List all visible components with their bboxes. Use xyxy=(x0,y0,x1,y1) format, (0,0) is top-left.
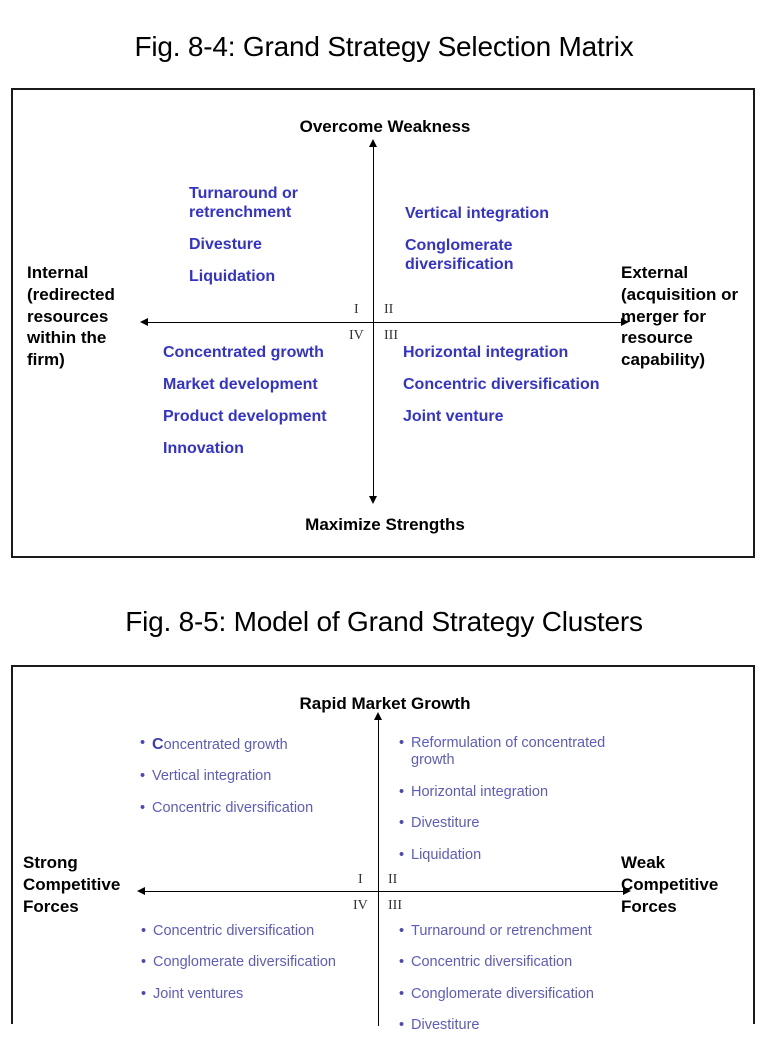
strategy-item: Conglomerate diversification xyxy=(399,986,649,1004)
fig84-axis-arrow-up xyxy=(369,139,377,147)
fig85-roman-q3: III xyxy=(388,898,402,913)
fig85-axis-label-right: Weak Competitive Forces xyxy=(621,853,719,916)
strategy-item: Conglomerate diversification xyxy=(141,954,386,972)
fig85-axis-arrow-right xyxy=(623,887,631,895)
fig84-roman-q3: III xyxy=(384,328,398,343)
strategy-item: Horizontal integration xyxy=(399,784,647,802)
strategy-item: Vertical integration xyxy=(140,768,365,786)
fig85-roman-q1: I xyxy=(358,872,363,887)
fig85-horizontal-axis xyxy=(144,891,627,892)
strategy-item: Concentric diversification xyxy=(140,800,365,818)
figure-8-4-frame: Overcome Weakness Maximize Strengths Int… xyxy=(11,88,755,558)
fig84-quadrant-2: Vertical integration Conglomerate divers… xyxy=(405,205,605,288)
strategy-item: Joint ventures xyxy=(141,986,386,1004)
fig85-axis-arrow-left xyxy=(137,887,145,895)
fig84-axis-label-right: External (acquisition or merger for reso… xyxy=(621,263,739,369)
document-page: Fig. 8-4: Grand Strategy Selection Matri… xyxy=(0,0,768,1024)
strategy-item: Divestiture xyxy=(399,815,647,833)
fig84-roman-q2: II xyxy=(384,302,394,317)
fig84-quadrant-4: Concentrated growth Market development P… xyxy=(163,344,363,472)
strategy-item: Concentric diversification xyxy=(399,954,649,972)
fig85-axis-label-left: Strong Competitive Forces xyxy=(23,853,121,916)
fig85-quadrant-1: Concentrated growth Vertical integration… xyxy=(140,735,365,831)
fig84-axis-label-top: Overcome Weakness xyxy=(299,117,471,136)
strategy-item: Product development xyxy=(163,407,327,425)
strategy-item: Innovation xyxy=(163,439,244,457)
strategy-item: Liquidation xyxy=(189,267,276,285)
fig84-axis-arrow-down xyxy=(369,496,377,504)
fig84-roman-q1: I xyxy=(354,302,359,317)
strategy-item: Concentric diversification xyxy=(403,375,600,393)
strategy-item: Conglomerate diversification xyxy=(405,236,514,273)
strategy-item: Concentric diversification xyxy=(141,923,386,941)
strategy-item: Liquidation xyxy=(399,847,647,865)
strategy-item: Divesture xyxy=(189,235,262,253)
figure-8-4-title: Fig. 8-4: Grand Strategy Selection Matri… xyxy=(134,31,634,62)
strategy-item: Concentrated growth xyxy=(140,735,365,754)
strategy-item: Turnaround or retrenchment xyxy=(189,185,299,221)
strategy-item: Vertical integration xyxy=(405,205,550,222)
strategy-item: Turnaround or retrenchment xyxy=(399,923,649,941)
fig84-quadrant-3: Horizontal integration Concentric divers… xyxy=(403,344,623,440)
strategy-item: Concentrated growth xyxy=(163,344,324,361)
fig85-quadrant-2: Reformulation of concentrated growth Hor… xyxy=(399,735,647,878)
fig84-axis-arrow-right xyxy=(621,318,629,326)
fig85-roman-q4: IV xyxy=(353,898,368,913)
strategy-item-text: oncentrated growth xyxy=(163,737,288,753)
strategy-item: Joint venture xyxy=(403,407,504,425)
fig85-axis-label-top: Rapid Market Growth xyxy=(299,694,471,713)
fig84-roman-q4: IV xyxy=(349,328,364,343)
fig84-axis-label-bottom: Maximize Strengths xyxy=(305,515,465,534)
fig85-axis-arrow-up xyxy=(374,712,382,720)
fig84-horizontal-axis xyxy=(147,322,625,323)
fig85-vertical-axis xyxy=(378,719,379,1026)
figure-8-5-title: Fig. 8-5: Model of Grand Strategy Cluste… xyxy=(125,606,643,637)
fig84-quadrant-1: Turnaround or retrenchment Divesture Liq… xyxy=(189,185,364,300)
strategy-item: Horizontal integration xyxy=(403,344,569,361)
fig84-axis-arrow-left xyxy=(140,318,148,326)
strategy-item: Market development xyxy=(163,375,318,393)
fig85-quadrant-4: Concentric diversification Conglomerate … xyxy=(141,923,386,1017)
fig85-quadrant-3: Turnaround or retrenchment Concentric di… xyxy=(399,923,649,1049)
strategy-item: Reformulation of concentrated growth xyxy=(399,735,647,770)
lead-capital-letter: C xyxy=(152,736,164,753)
strategy-item: Divestiture xyxy=(399,1017,649,1035)
fig84-axis-label-left: Internal (redirected resources within th… xyxy=(27,263,115,369)
figure-8-5-frame: Rapid Market Growth Strong Competitive F… xyxy=(11,665,755,1035)
fig85-roman-q2: II xyxy=(388,872,398,887)
